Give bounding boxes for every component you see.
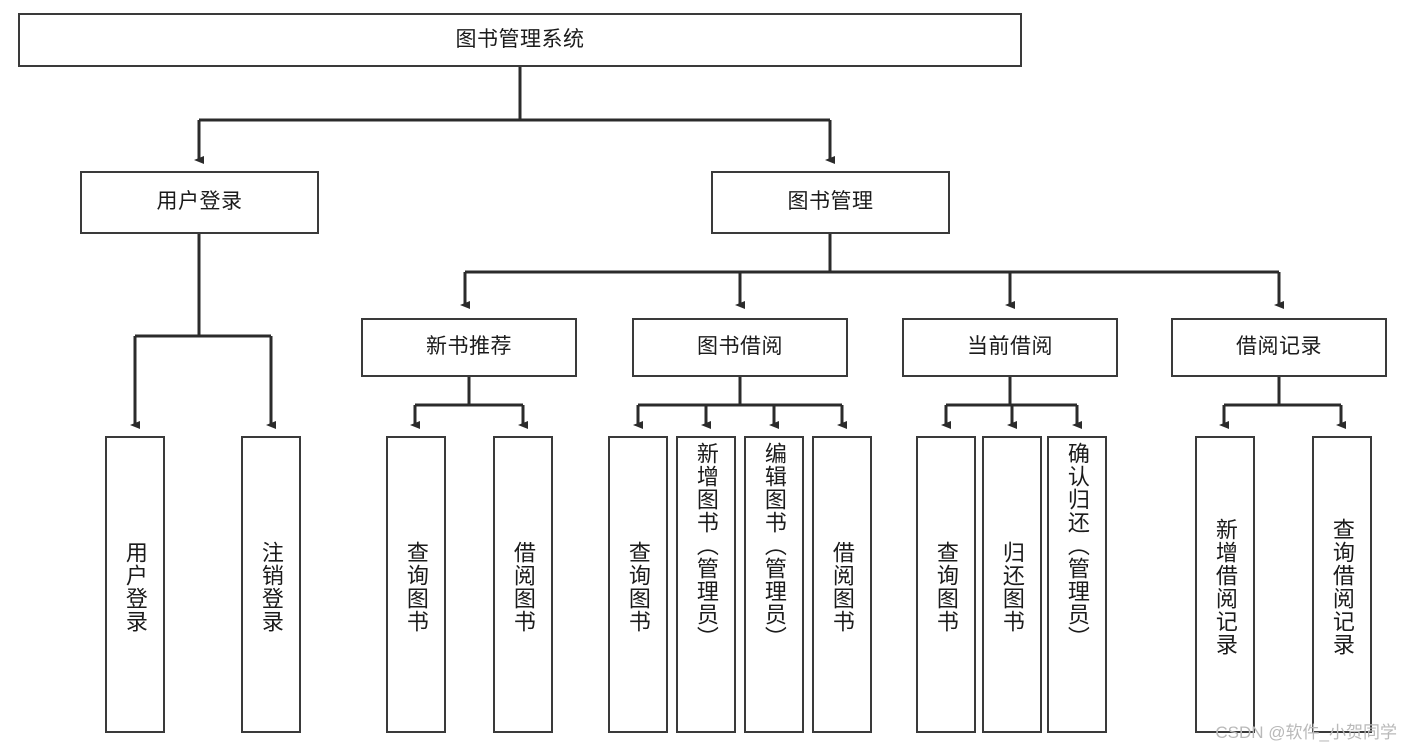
leaf-query-book-1-label: 查询图书: [403, 540, 429, 633]
node-root-label: 图书管理系统: [455, 27, 585, 51]
leaf-query-record-label: 查询借阅记录: [1329, 517, 1355, 656]
leaf-user-login[interactable]: 用户登录: [105, 436, 165, 733]
leaf-add-book[interactable]: 新增图书（管理员）: [676, 436, 736, 733]
leaf-borrow-book-2[interactable]: 借阅图书: [812, 436, 872, 733]
leaf-return-book[interactable]: 归还图书: [982, 436, 1042, 733]
node-new-book-rec[interactable]: 新书推荐: [361, 318, 577, 377]
leaf-logout[interactable]: 注销登录: [241, 436, 301, 733]
leaf-confirm-return[interactable]: 确认归还（管理员）: [1047, 436, 1107, 733]
node-book-borrow-label: 图书借阅: [697, 335, 783, 359]
node-borrow-record-label: 借阅记录: [1236, 335, 1322, 359]
leaf-return-book-label: 归还图书: [999, 540, 1025, 633]
watermark: CSDN @软件_小贺同学: [1215, 723, 1397, 742]
leaf-edit-book-label: 编辑图书（管理员）: [761, 442, 787, 649]
leaf-query-book-3[interactable]: 查询图书: [916, 436, 976, 733]
leaf-user-login-label: 用户登录: [122, 540, 148, 633]
leaf-borrow-book-1[interactable]: 借阅图书: [493, 436, 553, 733]
leaf-query-book-3-label: 查询图书: [933, 540, 959, 633]
leaf-add-record[interactable]: 新增借阅记录: [1195, 436, 1255, 733]
node-root[interactable]: 图书管理系统: [18, 13, 1022, 67]
node-current-borrow-label: 当前借阅: [967, 335, 1053, 359]
node-borrow-record[interactable]: 借阅记录: [1171, 318, 1387, 377]
leaf-query-record[interactable]: 查询借阅记录: [1312, 436, 1372, 733]
node-current-borrow[interactable]: 当前借阅: [902, 318, 1118, 377]
leaf-borrow-book-1-label: 借阅图书: [510, 540, 536, 633]
leaf-add-book-label: 新增图书（管理员）: [693, 442, 719, 649]
leaf-confirm-return-label: 确认归还（管理员）: [1064, 442, 1090, 649]
leaf-query-book-2[interactable]: 查询图书: [608, 436, 668, 733]
node-user-login[interactable]: 用户登录: [80, 171, 319, 234]
node-new-book-rec-label: 新书推荐: [426, 335, 512, 359]
node-book-manage[interactable]: 图书管理: [711, 171, 950, 234]
leaf-borrow-book-2-label: 借阅图书: [829, 540, 855, 633]
node-user-login-label: 用户登录: [156, 190, 243, 214]
node-book-borrow[interactable]: 图书借阅: [632, 318, 848, 377]
leaf-add-record-label: 新增借阅记录: [1212, 517, 1238, 656]
leaf-logout-label: 注销登录: [258, 540, 284, 633]
leaf-query-book-1[interactable]: 查询图书: [386, 436, 446, 733]
leaf-query-book-2-label: 查询图书: [625, 540, 651, 633]
leaf-edit-book[interactable]: 编辑图书（管理员）: [744, 436, 804, 733]
node-book-manage-label: 图书管理: [787, 190, 874, 214]
